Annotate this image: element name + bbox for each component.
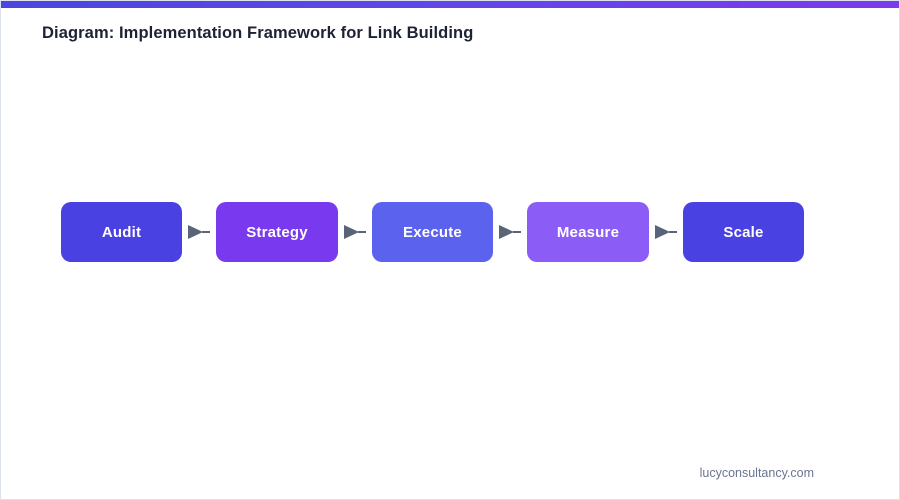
flow-node-audit[interactable]: Audit bbox=[61, 202, 182, 262]
flow-node-execute[interactable]: Execute bbox=[372, 202, 493, 262]
flow-arrow-icon bbox=[338, 202, 372, 262]
flow-node-label: Measure bbox=[556, 223, 620, 241]
flow-node-label: Execute bbox=[403, 223, 462, 241]
flow-arrow-icon bbox=[493, 202, 527, 262]
flow-node-label: Strategy bbox=[246, 223, 308, 241]
flow-arrow-icon bbox=[649, 202, 683, 262]
process-flow: Audit Strategy Execute Measure Scale bbox=[61, 202, 804, 262]
page-title: Diagram: Implementation Framework for Li… bbox=[42, 24, 474, 42]
flow-node-strategy[interactable]: Strategy bbox=[216, 202, 338, 262]
flow-node-scale[interactable]: Scale bbox=[683, 202, 804, 262]
flow-arrow-icon bbox=[182, 202, 216, 262]
top-accent-bar bbox=[1, 1, 899, 8]
flow-node-label: Audit bbox=[101, 223, 142, 241]
footer-domain-label: lucyconsultancy.com bbox=[699, 466, 814, 480]
flow-node-label: Scale bbox=[723, 223, 764, 241]
flow-node-measure[interactable]: Measure bbox=[527, 202, 649, 262]
